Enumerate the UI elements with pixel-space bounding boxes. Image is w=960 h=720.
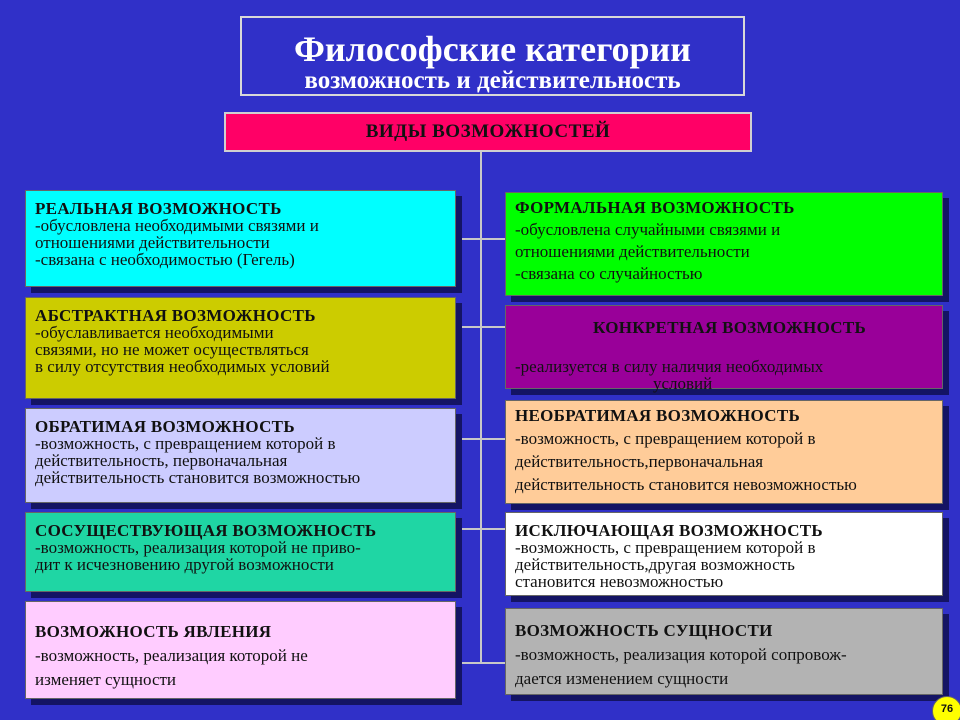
connector-right-3 bbox=[481, 438, 505, 440]
box-irreversible-possibility: НЕОБРАТИМАЯ ВОЗМОЖНОСТЬ -возможность, с … bbox=[505, 400, 943, 504]
box-description: -возможность, реализация которой сопрово… bbox=[515, 645, 847, 688]
box-heading: ФОРМАЛЬНАЯ ВОЗМОЖНОСТЬ bbox=[515, 198, 795, 217]
box-description-line-1: -реализуется в силу наличия необходимых bbox=[515, 357, 824, 376]
connector-left-2 bbox=[456, 326, 480, 328]
box-exclusive-possibility: ИСКЛЮЧАЮЩАЯ ВОЗМОЖНОСТЬ -возможность, с … bbox=[505, 512, 943, 596]
box-essence-possibility: ВОЗМОЖНОСТЬ СУЩНОСТИ -возможность, реали… bbox=[505, 608, 943, 695]
connector-left-3 bbox=[456, 438, 480, 440]
box-concrete-possibility: КОНКРЕТНАЯ ВОЗМОЖНОСТЬ -реализуется в си… bbox=[505, 305, 943, 392]
box-description: -возможность, реализация которой не изме… bbox=[35, 646, 308, 689]
box-heading: НЕОБРАТИМАЯ ВОЗМОЖНОСТЬ bbox=[515, 406, 801, 425]
connector-right-1 bbox=[481, 238, 505, 240]
box-coexisting-possibility: СОСУЩЕСТВУЮЩАЯ ВОЗМОЖНОСТЬ -возможность,… bbox=[25, 512, 456, 592]
connector-vertical bbox=[480, 152, 482, 664]
box-heading: ВОЗМОЖНОСТЬ СУЩНОСТИ bbox=[515, 621, 773, 640]
box-heading: ИСКЛЮЧАЮЩАЯ ВОЗМОЖНОСТЬ bbox=[515, 521, 823, 540]
connector-right-5 bbox=[481, 662, 505, 664]
box-description: -обуславливается необходимыми связями, н… bbox=[35, 323, 330, 376]
connector-right-4 bbox=[481, 528, 505, 530]
box-real-possibility: РЕАЛЬНАЯ ВОЗМОЖНОСТЬ -обусловлена необхо… bbox=[25, 190, 456, 287]
box-heading: КОНКРЕТНАЯ ВОЗМОЖНОСТЬ bbox=[593, 318, 867, 337]
box-description: -реализуется в силу наличия необходимых … bbox=[515, 341, 934, 409]
box-description-line-2: условий bbox=[653, 374, 713, 393]
box-description: -возможность, с превращением которой в д… bbox=[515, 429, 857, 494]
box-formal-possibility: ФОРМАЛЬНАЯ ВОЗМОЖНОСТЬ -обусловлена случ… bbox=[505, 192, 943, 296]
box-description: -возможность, реализация которой не прив… bbox=[35, 538, 361, 574]
box-reversible-possibility: ОБРАТИМАЯ ВОЗМОЖНОСТЬ -возможность, с пр… bbox=[25, 408, 456, 503]
connector-left-1 bbox=[456, 238, 480, 240]
box-heading: РЕАЛЬНАЯ ВОЗМОЖНОСТЬ bbox=[35, 199, 282, 218]
title-box: Философские категории возможность и дейс… bbox=[240, 16, 745, 96]
connector-left-5 bbox=[456, 662, 480, 664]
page-title: Философские категории bbox=[293, 29, 692, 69]
connector-left-4 bbox=[456, 528, 480, 530]
connector-right-2 bbox=[481, 326, 505, 328]
box-abstract-possibility: АБСТРАКТНАЯ ВОЗМОЖНОСТЬ -обуславливается… bbox=[25, 297, 456, 399]
page-subtitle: возможность и действительность bbox=[304, 67, 681, 94]
box-heading: ОБРАТИМАЯ ВОЗМОЖНОСТЬ bbox=[35, 417, 295, 436]
page-number-badge: 76 bbox=[932, 696, 960, 720]
box-heading: ВОЗМОЖНОСТЬ ЯВЛЕНИЯ bbox=[35, 622, 272, 641]
box-description: -возможность, с превращением которой в д… bbox=[515, 538, 816, 591]
box-description: -возможность, с превращением которой в д… bbox=[35, 434, 361, 487]
box-description: -обусловлена необходимыми связями и отно… bbox=[35, 216, 319, 269]
box-heading: АБСТРАКТНАЯ ВОЗМОЖНОСТЬ bbox=[35, 306, 316, 325]
box-phenomenon-possibility: ВОЗМОЖНОСТЬ ЯВЛЕНИЯ -возможность, реализ… bbox=[25, 601, 456, 699]
types-header: ВИДЫ ВОЗМОЖНОСТЕЙ bbox=[224, 112, 752, 152]
box-description: -обусловлена случайными связями и отноше… bbox=[515, 220, 781, 283]
box-heading: СОСУЩЕСТВУЮЩАЯ ВОЗМОЖНОСТЬ bbox=[35, 521, 377, 540]
